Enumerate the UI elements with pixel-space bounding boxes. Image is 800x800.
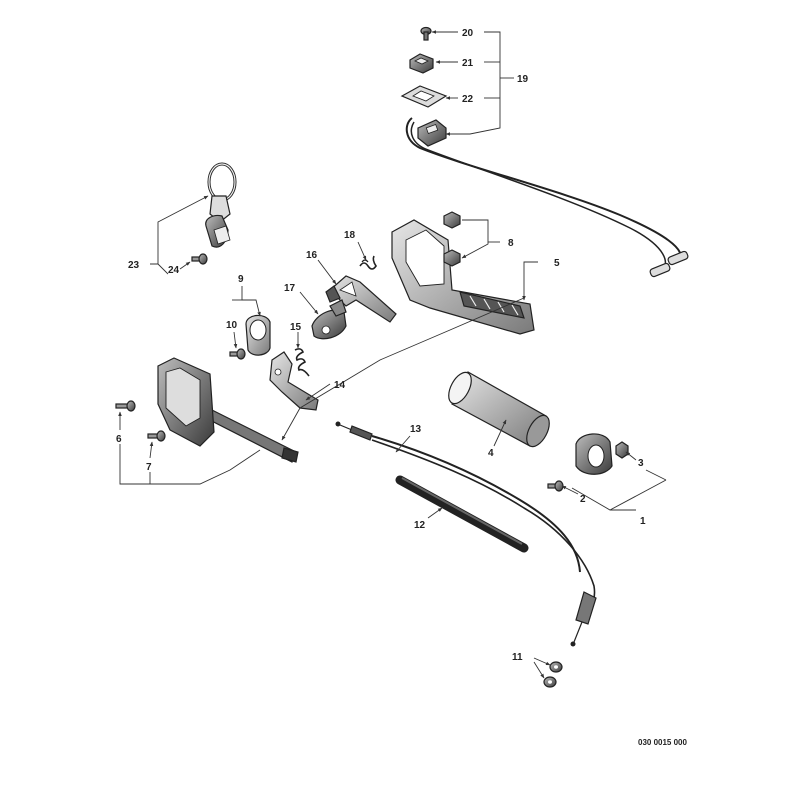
part-17-stop-lever — [311, 299, 347, 340]
part-21-switch-knob — [409, 53, 434, 74]
part-12-hose — [395, 475, 529, 553]
callout-1: 1 — [640, 516, 646, 527]
callout-7: 7 — [146, 462, 152, 473]
part-18-spring — [359, 255, 377, 270]
part-22-gasket — [400, 85, 448, 108]
part-11-nut-upper — [549, 661, 563, 673]
callout-23: 23 — [128, 260, 140, 271]
part-16-lockout-lever — [325, 275, 397, 323]
part-6-screw — [115, 400, 136, 412]
part-2-screw — [547, 480, 564, 492]
diagram-reference-number: 030 0015 000 — [638, 738, 687, 747]
callout-13: 13 — [410, 424, 422, 435]
part-10-clamp — [245, 314, 271, 356]
part-8-nut-lower — [443, 249, 461, 267]
part-10-screw — [229, 348, 246, 360]
callout-12: 12 — [414, 520, 426, 531]
callout-labels: 20 21 19 22 18 8 16 5 23 24 9 17 10 15 1… — [116, 28, 646, 663]
callout-18: 18 — [344, 230, 356, 241]
part-19-switch-harness — [405, 117, 689, 278]
callout-24: 24 — [168, 265, 180, 276]
part-13-throttle-cable — [335, 421, 597, 647]
part-14-throttle-trigger — [269, 351, 319, 411]
part-11-nut-lower — [543, 676, 557, 688]
callout-6: 6 — [116, 434, 122, 445]
part-handle-housing-rod — [157, 357, 299, 463]
part-3-nut — [615, 441, 629, 459]
callout-16: 16 — [306, 250, 318, 261]
callout-9: 9 — [238, 274, 244, 285]
callout-2: 2 — [580, 494, 586, 505]
part-8-nut-upper — [443, 211, 461, 229]
callout-17: 17 — [284, 283, 296, 294]
callout-3: 3 — [638, 458, 644, 469]
part-1-clamp — [575, 433, 613, 475]
part-24-screw — [191, 253, 208, 265]
part-20-screw — [420, 26, 432, 41]
part-7-screw — [147, 430, 166, 442]
callout-10: 10 — [226, 320, 238, 331]
callout-15: 15 — [290, 322, 302, 333]
leader-lines — [118, 30, 667, 679]
callout-11: 11 — [512, 652, 523, 663]
callout-22: 22 — [462, 94, 474, 105]
part-23-hang-ring — [205, 162, 237, 248]
part-15-spring — [294, 348, 310, 377]
callout-5: 5 — [554, 258, 560, 269]
callout-4: 4 — [488, 448, 494, 459]
part-4-grip-sleeve — [448, 371, 550, 448]
callout-14: 14 — [334, 380, 346, 391]
callout-21: 21 — [462, 58, 474, 69]
part-5-handle-housing — [391, 219, 535, 335]
callout-20: 20 — [462, 28, 474, 39]
callout-8: 8 — [508, 238, 514, 249]
callout-19: 19 — [517, 74, 529, 85]
